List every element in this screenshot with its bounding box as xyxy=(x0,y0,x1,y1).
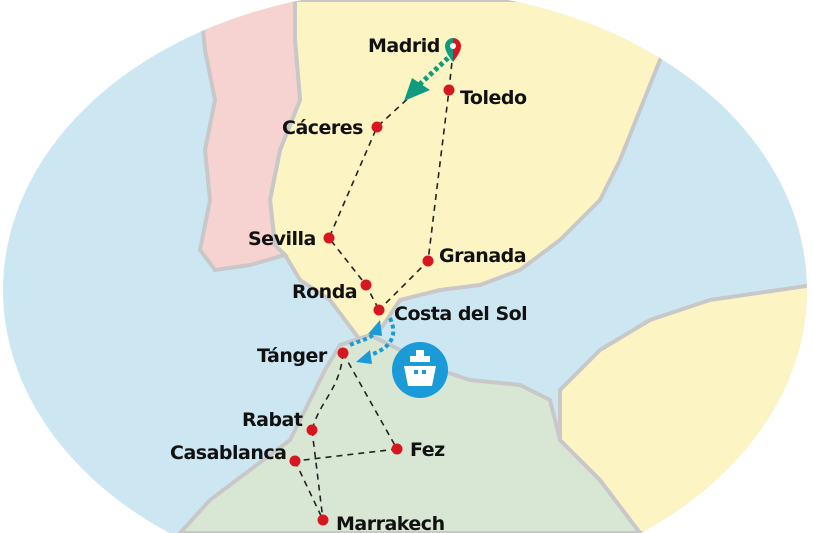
city-label-costa-del-sol: Costa del Sol xyxy=(394,303,527,325)
city-dot-tanger[interactable] xyxy=(337,347,349,359)
land-route-arrow xyxy=(418,56,450,86)
city-label-casablanca: Casablanca xyxy=(170,442,286,464)
city-label-sevilla: Sevilla xyxy=(248,228,316,250)
city-dot-fez[interactable] xyxy=(391,443,403,455)
city-label-marrakech: Marrakech xyxy=(336,513,445,533)
city-label-fez: Fez xyxy=(410,439,445,461)
city-label-caceres: Cáceres xyxy=(282,117,363,139)
ferry-arrow-head-icon xyxy=(368,320,382,336)
city-dot-granada[interactable] xyxy=(422,255,434,267)
city-dot-marrakech[interactable] xyxy=(317,514,329,526)
city-label-toledo: Toledo xyxy=(460,87,527,109)
route-caceres-sevilla-ronda-costa xyxy=(328,91,416,311)
city-dot-ronda[interactable] xyxy=(360,279,372,291)
city-dot-sevilla[interactable] xyxy=(323,232,335,244)
city-label-granada: Granada xyxy=(439,245,526,267)
city-dot-caceres[interactable] xyxy=(371,121,383,133)
ferry-arrow-head-icon xyxy=(356,350,372,364)
arrow-head-icon xyxy=(404,78,430,101)
city-label-madrid: Madrid xyxy=(368,35,440,57)
route-madrid-toledo-granada-costa xyxy=(378,51,454,311)
city-markers xyxy=(289,84,455,526)
start-pin-icon[interactable] xyxy=(445,38,461,62)
route-tanger-fez xyxy=(342,352,398,450)
portugal-land xyxy=(197,0,303,273)
city-dot-rabat[interactable] xyxy=(306,424,318,436)
city-dot-toledo[interactable] xyxy=(443,84,455,96)
route-rabat-marrakech xyxy=(311,429,324,521)
city-label-rabat: Rabat xyxy=(242,409,303,431)
city-label-tanger: Tánger xyxy=(257,345,328,367)
city-dot-costa-del-sol[interactable] xyxy=(373,304,385,316)
ship-icon xyxy=(392,342,448,398)
city-dot-casablanca[interactable] xyxy=(289,455,301,467)
city-label-ronda: Ronda xyxy=(292,281,357,303)
